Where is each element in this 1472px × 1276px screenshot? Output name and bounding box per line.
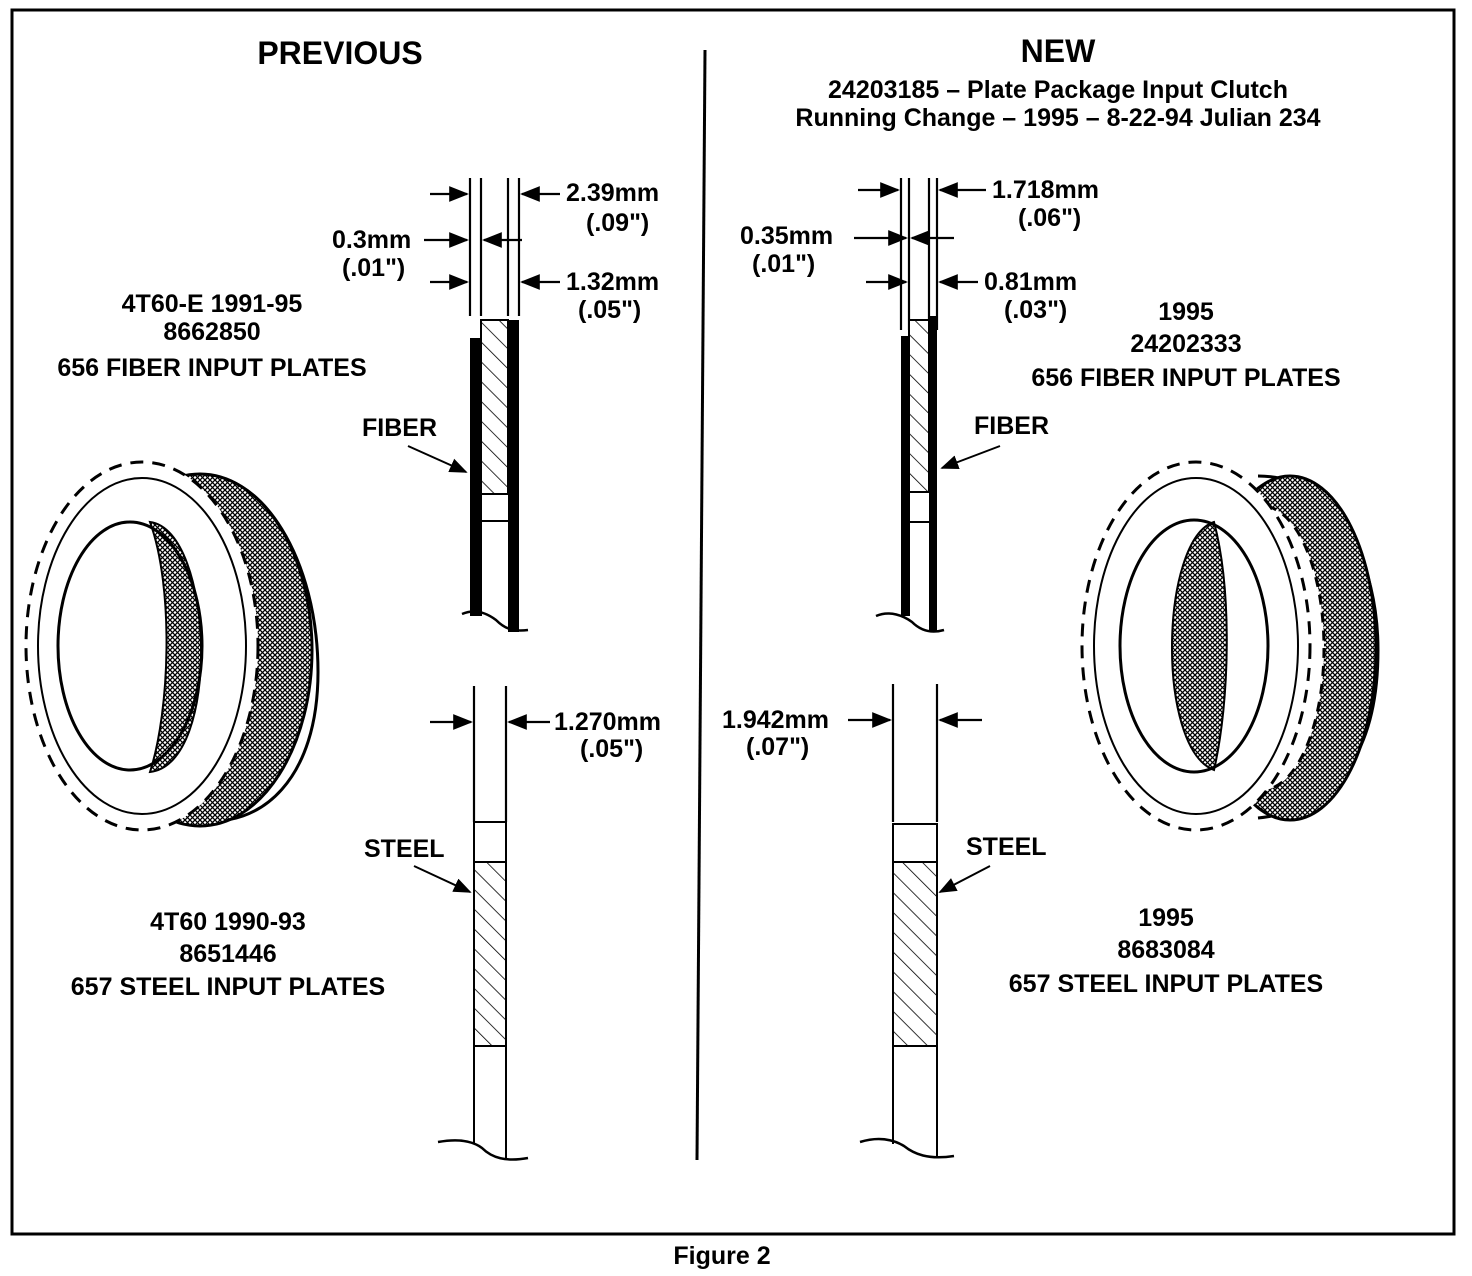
new-steel-plate-line3: 657 STEEL INPUT PLATES (1009, 970, 1323, 998)
new-fiber-dimensions (854, 178, 986, 330)
previous-steel-arrow (413, 865, 472, 893)
previous-fiber-plate-line1: 4T60-E 1991-95 (122, 290, 303, 318)
new-steel-total-in: (.07") (746, 733, 809, 761)
new-fiber-plate-line2: 24202333 (1130, 330, 1241, 358)
previous-steel-total-in: (.05") (580, 735, 643, 763)
new-steel-total-mm: 1.942mm (722, 706, 829, 734)
previous-fiber-facing-in: (.05") (578, 296, 641, 324)
previous-fiber-arrow (407, 445, 468, 473)
new-fiber-label: FIBER (974, 412, 1049, 440)
new-subtitle-2: Running Change – 1995 – 8-22-94 Julian 2… (795, 104, 1320, 132)
previous-fiber-plate-line3: 656 FIBER INPUT PLATES (57, 354, 366, 382)
previous-heading: PREVIOUS (257, 35, 422, 71)
previous-steel-plate-line3: 657 STEEL INPUT PLATES (71, 973, 385, 1001)
new-steel-plate-line1: 1995 (1138, 904, 1194, 932)
new-fiber-total-in: (.06") (1018, 204, 1081, 232)
new-fiber-core-in: (.01") (752, 250, 815, 278)
previous-fiber-total-in: (.09") (586, 209, 649, 237)
previous-steel-plate-line1: 4T60 1990-93 (150, 908, 306, 936)
new-heading: NEW (1021, 33, 1096, 69)
figure-border (10, 8, 1456, 1236)
new-steel-plate-line2: 8683084 (1117, 936, 1214, 964)
figure-caption: Figure 2 (673, 1242, 770, 1270)
new-steel-dimensions (848, 684, 982, 822)
new-fiber-core-mm: 0.35mm (740, 222, 833, 250)
new-steel-label: STEEL (966, 833, 1047, 861)
new-fiber-total-mm: 1.718mm (992, 176, 1099, 204)
previous-steel-dimensions (430, 686, 550, 822)
new-subtitle-1: 24203185 – Plate Package Input Clutch (828, 76, 1288, 104)
previous-fiber-section (461, 319, 529, 632)
new-fiber-plate-line3: 656 FIBER INPUT PLATES (1031, 364, 1340, 392)
previous-fiber-plate-line2: 8662850 (163, 318, 260, 346)
new-fiber-plate-line1: 1995 (1158, 298, 1214, 326)
new-fiber-arrow (940, 445, 1001, 469)
new-clutch-ring-illustration (1080, 460, 1380, 832)
previous-fiber-core-in: (.01") (342, 254, 405, 282)
new-fiber-facing-in: (.03") (1004, 296, 1067, 324)
new-steel-section (859, 823, 955, 1159)
center-divider (695, 49, 707, 1161)
previous-steel-total-mm: 1.270mm (554, 708, 661, 736)
previous-steel-section (437, 821, 529, 1161)
new-steel-arrow (938, 865, 991, 893)
new-fiber-section (875, 316, 945, 633)
previous-steel-plate-line2: 8651446 (179, 940, 276, 968)
previous-fiber-total-mm: 2.39mm (566, 179, 659, 207)
previous-fiber-dimensions (424, 178, 560, 316)
previous-clutch-ring-illustration (24, 460, 320, 832)
previous-fiber-facing-mm: 1.32mm (566, 268, 659, 296)
previous-fiber-core-mm: 0.3mm (332, 226, 411, 254)
previous-fiber-label: FIBER (362, 414, 437, 442)
new-fiber-facing-mm: 0.81mm (984, 268, 1077, 296)
previous-steel-label: STEEL (364, 835, 445, 863)
